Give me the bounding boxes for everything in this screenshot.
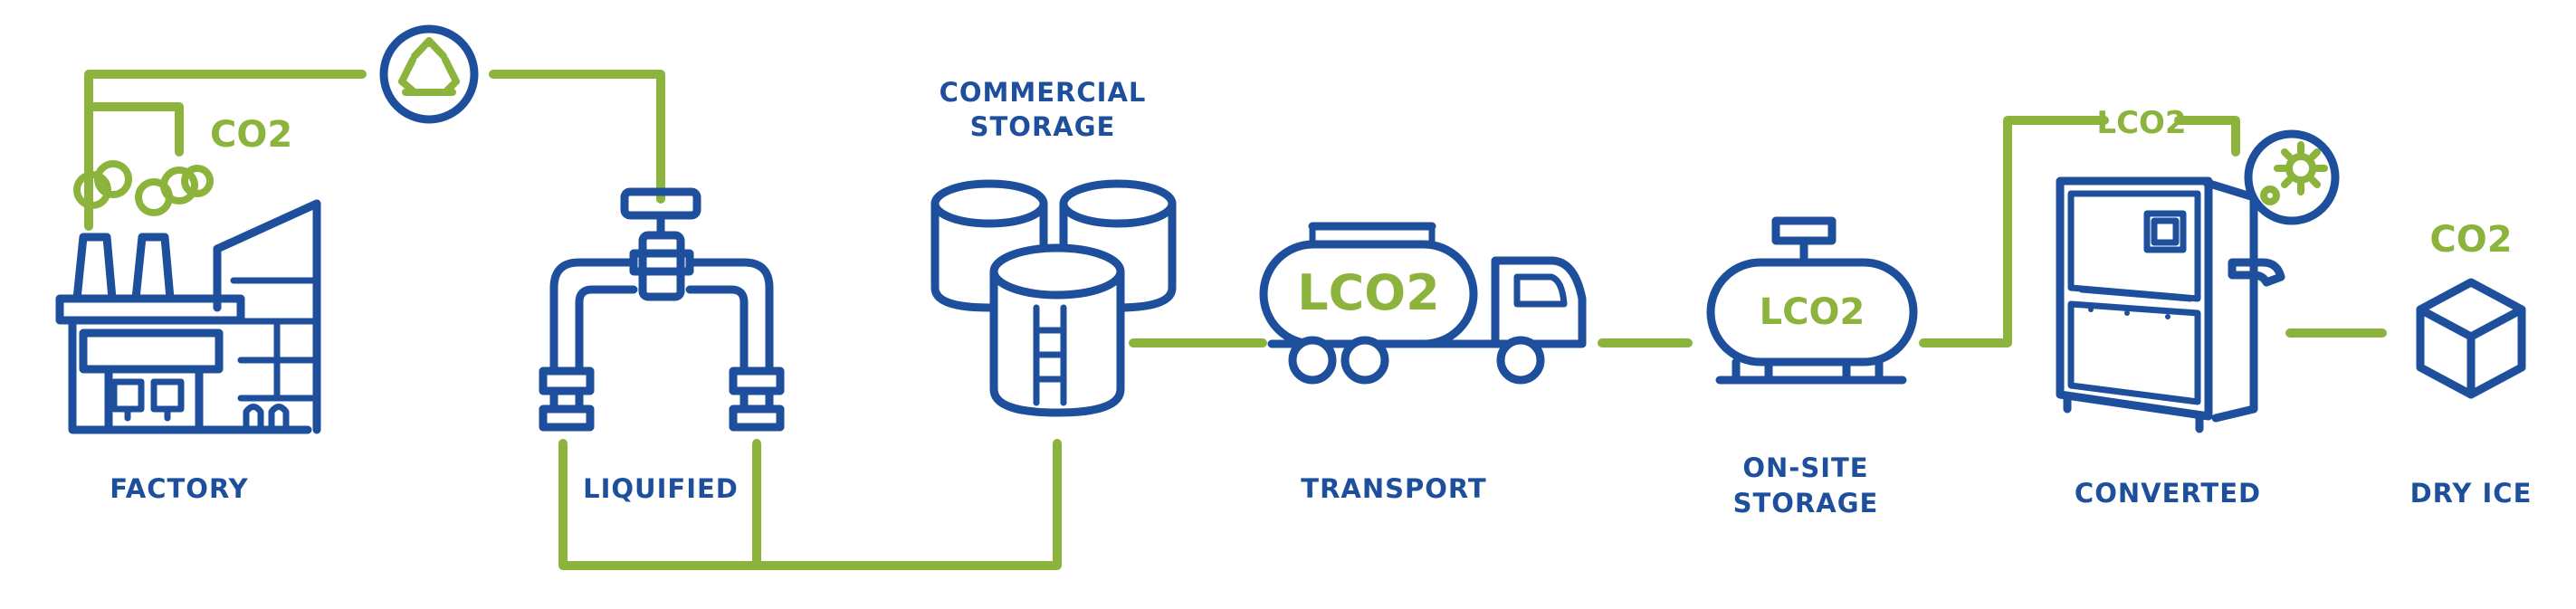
label-commercial-storage-line2: STORAGE (970, 111, 1116, 142)
smoke-icon (73, 160, 214, 216)
flow-connectors (84, 70, 2387, 570)
truck-lco2-label: LCO2 (1297, 264, 1440, 321)
cube-icon (2416, 278, 2526, 399)
label-dry-ice: DRY ICE (2410, 478, 2533, 509)
tanker-truck-icon (1259, 222, 1587, 385)
recycle-icon (379, 24, 479, 124)
converter-lco2-label: LCO2 (2096, 105, 2186, 141)
label-converted: CONVERTED (2075, 478, 2261, 509)
label-commercial-storage-line1: COMMERCIAL (940, 77, 1147, 108)
onsite-tank-icon (1706, 216, 1918, 385)
factory-icon (55, 160, 321, 434)
label-factory: FACTORY (110, 473, 248, 504)
storage-tanks-icon (930, 179, 1177, 417)
label-onsite-storage-line2: STORAGE (1733, 488, 1879, 519)
dry-ice-co2-label: CO2 (2429, 219, 2512, 261)
label-liquified: LIQUIFIED (583, 473, 739, 504)
label-transport: TRANSPORT (1301, 473, 1486, 504)
label-onsite-storage-line1: ON-SITE (1742, 452, 1868, 483)
factory-co2-label: CO2 (210, 114, 292, 156)
valve-pipe-icon (539, 187, 785, 432)
gears-icon (2244, 129, 2340, 225)
converter-machine-icon (2056, 176, 2285, 433)
onsite-lco2-label: LCO2 (1760, 291, 1865, 333)
